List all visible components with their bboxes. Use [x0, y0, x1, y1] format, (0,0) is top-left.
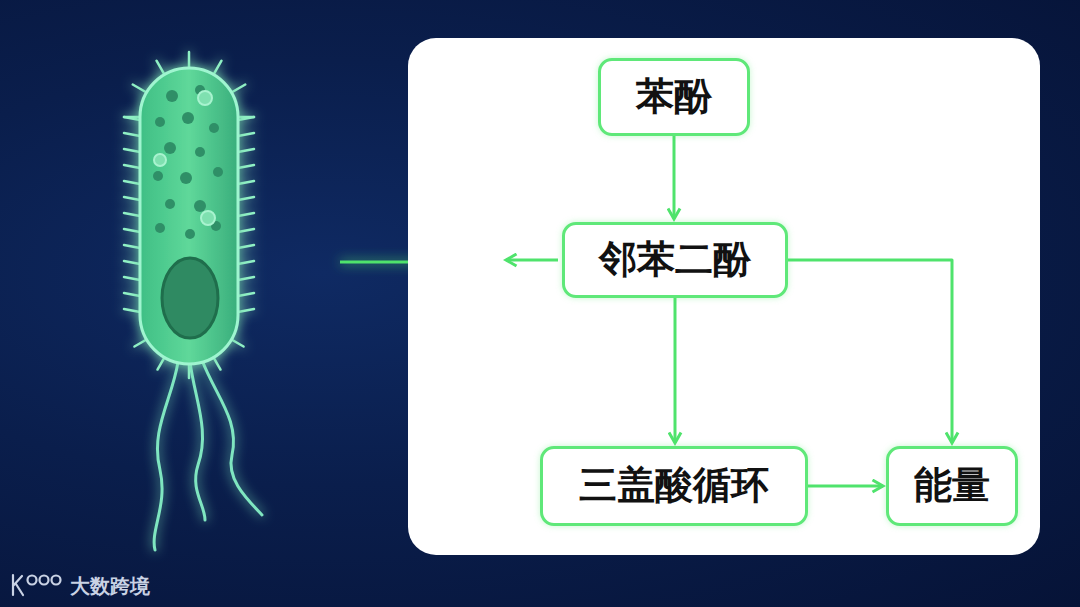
flagella [154, 360, 262, 550]
pili [124, 52, 254, 378]
pilus [124, 116, 140, 119]
pilus [238, 277, 254, 280]
pilus [238, 197, 254, 200]
flow-arrow [674, 298, 677, 443]
pilus [124, 213, 140, 216]
process-box: 三盖酸循环 [540, 446, 808, 526]
nucleoid [162, 258, 218, 338]
pilus [231, 85, 245, 93]
cell-body [140, 68, 238, 364]
pilus [124, 245, 140, 248]
pilus [214, 61, 222, 75]
pilus [238, 149, 254, 152]
box-label: 能量 [914, 465, 990, 507]
pilus [124, 149, 140, 152]
granules [153, 85, 223, 239]
box-label: 苯酚 [636, 76, 712, 118]
pilus [238, 293, 254, 296]
pilus [124, 165, 140, 168]
pilus [238, 165, 254, 168]
flow-arrow [808, 485, 883, 488]
pilus [124, 117, 140, 120]
logo-mark [13, 575, 61, 595]
pilus [231, 340, 243, 347]
pilus [238, 309, 254, 312]
stub-arrow [506, 259, 558, 262]
process-box: 能量 [886, 446, 1018, 526]
pilus [124, 261, 140, 264]
pilus [238, 213, 254, 216]
pilus [238, 245, 254, 248]
pilus [188, 52, 191, 68]
pilus [124, 309, 140, 312]
pilus [157, 61, 165, 75]
pilus [134, 340, 146, 347]
watermark: 大数跨境 [70, 573, 150, 600]
flow-arrow [788, 260, 952, 443]
pilus [124, 133, 140, 136]
pilus [133, 85, 147, 93]
vacuoles [154, 91, 215, 225]
pilus [238, 117, 254, 120]
pilus [238, 261, 254, 264]
box-label: 三盖酸循环 [579, 465, 769, 507]
pilus [238, 181, 254, 184]
pilus [124, 293, 140, 296]
box-label: 邻苯二酚 [599, 239, 751, 281]
pilus [238, 229, 254, 232]
pilus [124, 181, 140, 184]
pilus [124, 277, 140, 280]
pilus [124, 197, 140, 200]
pilus [238, 116, 254, 119]
pilus [158, 357, 165, 369]
process-box: 邻苯二酚 [562, 222, 788, 298]
pilus [238, 133, 254, 136]
process-box: 苯酚 [598, 58, 750, 136]
flow-arrow [673, 136, 676, 219]
pilus [214, 357, 221, 369]
pilus [124, 229, 140, 232]
